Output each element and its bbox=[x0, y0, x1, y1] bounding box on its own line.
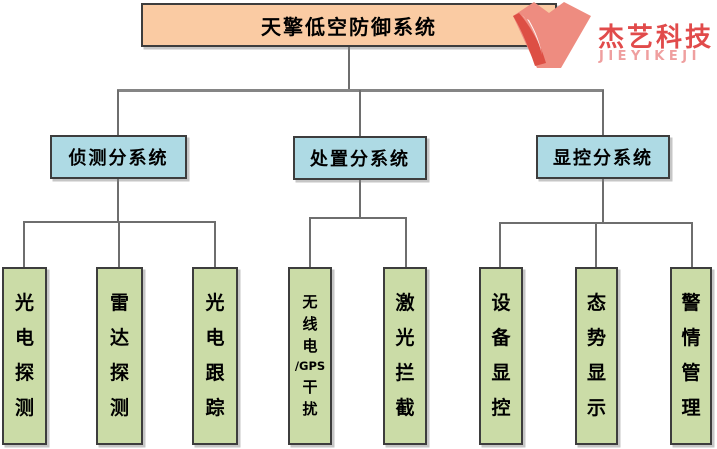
connector-drop-leaf3 bbox=[214, 222, 216, 267]
leaf-node-laser-interception: 激光拦截 bbox=[383, 267, 427, 445]
leaf-char: 控 bbox=[491, 397, 511, 419]
leaf-char: 探 bbox=[14, 362, 34, 384]
leaf-char: 扰 bbox=[302, 399, 318, 418]
leaf-node-radar-detection: 雷达探测 bbox=[96, 267, 143, 445]
leaf-node-optical-detection: 光电探测 bbox=[2, 267, 47, 445]
leaf-char: 情 bbox=[681, 327, 701, 349]
branch-label: 处置分系统 bbox=[310, 149, 410, 170]
leaf-char: 跟 bbox=[205, 362, 225, 384]
leaf-char: 拦 bbox=[395, 362, 415, 384]
leaf-char: 警 bbox=[681, 292, 701, 314]
leaf-char: 光 bbox=[205, 292, 225, 314]
company-name-en: JIEYIKEJI bbox=[599, 49, 701, 64]
branch-label: 显控分系统 bbox=[553, 148, 653, 169]
leaf-char: 探 bbox=[109, 362, 129, 384]
leaf-char: 光 bbox=[14, 292, 34, 314]
leaf-char: 雷 bbox=[109, 292, 129, 314]
system-title-label: 天擎低空防御系统 bbox=[261, 14, 437, 39]
connector-drop-leaf2 bbox=[118, 222, 120, 267]
leaf-char: 管 bbox=[681, 362, 701, 384]
connector-drop-branch2 bbox=[359, 90, 361, 136]
connector-root-stub bbox=[348, 47, 350, 91]
leaf-char: 测 bbox=[14, 397, 34, 419]
leaf-char: 踪 bbox=[205, 397, 225, 419]
leaf-char: 线 bbox=[302, 315, 318, 334]
connector-drop-branch3 bbox=[602, 90, 604, 135]
leaf-char: 达 bbox=[109, 327, 129, 349]
leaf-char: 示 bbox=[586, 397, 606, 419]
leaf-node-alarm-management: 警情管理 bbox=[670, 267, 712, 445]
connector-drop-leaf4 bbox=[309, 218, 311, 267]
leaf-char: 理 bbox=[681, 397, 701, 419]
branch-node-detection-subsystem: 侦测分系统 bbox=[50, 135, 187, 179]
leaf-char: 设 bbox=[491, 292, 511, 314]
connector-drop-leaf5 bbox=[405, 218, 407, 267]
connector-branch2-horizontal bbox=[309, 217, 407, 219]
branch-node-display-control-subsystem: 显控分系统 bbox=[536, 135, 670, 179]
leaf-char: 干 bbox=[302, 377, 318, 396]
leaf-char: 电 bbox=[205, 327, 225, 349]
branch-node-disposal-subsystem: 处置分系统 bbox=[293, 136, 427, 180]
leaf-char: 备 bbox=[491, 327, 511, 349]
connector-drop-leaf7 bbox=[595, 223, 597, 267]
leaf-char: 显 bbox=[491, 362, 511, 384]
root-node-system-title: 天擎低空防御系统 bbox=[141, 3, 557, 47]
connector-drop-branch1 bbox=[117, 90, 119, 135]
connector-branch3-stub bbox=[602, 179, 604, 223]
connector-branch2-stub bbox=[359, 180, 361, 219]
branch-label: 侦测分系统 bbox=[68, 148, 169, 169]
connector-drop-leaf1 bbox=[23, 222, 25, 267]
leaf-char: 势 bbox=[586, 327, 606, 349]
leaf-char: 测 bbox=[109, 397, 129, 419]
leaf-char: 无 bbox=[302, 293, 318, 312]
leaf-char: 激 bbox=[395, 292, 415, 314]
leaf-char: 电 bbox=[14, 327, 34, 349]
leaf-node-radio-gps-jamming: 无线电/GPS 干扰 bbox=[288, 267, 332, 445]
connector-drop-leaf8 bbox=[691, 223, 693, 267]
leaf-node-situation-display: 态势显示 bbox=[575, 267, 618, 445]
leaf-node-equipment-display-control: 设备显控 bbox=[479, 267, 523, 445]
leaf-char: 光 bbox=[395, 327, 415, 349]
leaf-char: 态 bbox=[586, 292, 606, 314]
leaf-node-optical-tracking: 光电跟踪 bbox=[192, 267, 238, 445]
leaf-char: 电 bbox=[302, 337, 318, 356]
leaf-char: 截 bbox=[395, 397, 415, 419]
v-flame-logo-icon bbox=[513, 2, 591, 68]
connector-drop-leaf6 bbox=[499, 223, 501, 267]
leaf-char: /GPS bbox=[294, 359, 326, 374]
leaf-char: 显 bbox=[586, 362, 606, 384]
company-name: 杰艺科技 bbox=[598, 23, 715, 53]
connector-branch1-stub bbox=[117, 179, 119, 223]
